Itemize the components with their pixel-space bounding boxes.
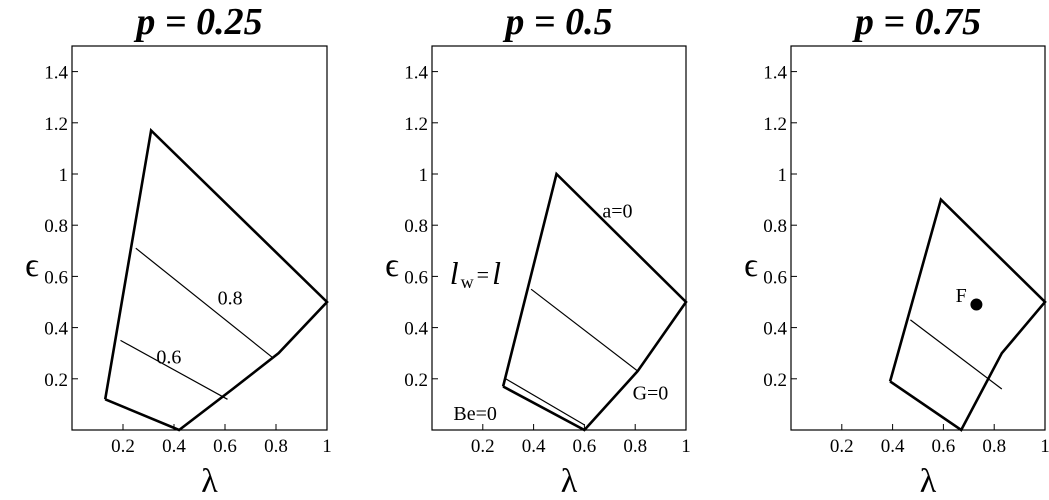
x-tick-label: 0.8 <box>264 436 288 457</box>
y-tick-label: 1.4 <box>763 63 787 84</box>
panel-title: p = 0.25 <box>133 1 262 43</box>
lw-rhs: l <box>492 255 501 291</box>
y-tick-label: 0.2 <box>404 370 428 391</box>
point-marker-F <box>970 298 983 311</box>
lw-subscript: w <box>461 272 474 292</box>
panel-title: p = 0.75 <box>852 1 981 43</box>
contour-line-2 <box>120 339 228 400</box>
x-axis-label: λ <box>201 463 218 500</box>
y-axis-label: ϵ <box>385 247 399 284</box>
annotation-label: 0.6 <box>156 346 181 368</box>
y-tick-label: 1.2 <box>44 114 68 135</box>
y-tick-label: 0.4 <box>404 319 428 340</box>
y-tick-label: 0.4 <box>44 319 68 340</box>
contour-line-1 <box>135 247 274 359</box>
x-tick-label: 0.6 <box>213 436 237 457</box>
y-tick-label: 0.4 <box>763 319 787 340</box>
y-axis-label: ϵ <box>744 247 758 284</box>
y-tick-label: 0.8 <box>763 216 787 237</box>
x-tick-label: 1 <box>1040 436 1049 457</box>
plot-frame <box>71 45 328 431</box>
contour-line-1 <box>910 319 1003 390</box>
annotation-label: G=0 <box>633 382 669 404</box>
y-tick-label: 0.6 <box>44 267 68 288</box>
lw-l-main: l <box>450 255 459 291</box>
lw-equals: = <box>477 262 489 287</box>
x-tick-label: 1 <box>322 436 332 457</box>
contour-line-2 <box>505 378 585 426</box>
y-tick-label: 1 <box>59 165 69 186</box>
x-tick-label: 1 <box>681 436 691 457</box>
y-tick-label: 0.6 <box>404 267 428 288</box>
y-tick-label: 0.8 <box>404 216 428 237</box>
x-axis-label: λ <box>561 463 578 500</box>
panel-title: p = 0.5 <box>502 1 612 43</box>
x-tick-label: 0.4 <box>881 436 905 457</box>
y-tick-label: 0.2 <box>44 370 68 391</box>
chart-panel-1: p = 0.25 0.2 0.4 0.6 0.8 1 0.2 0.4 0.6 0.8 1 1.2 1.4… <box>25 1 332 500</box>
y-tick-label: 0.8 <box>44 216 68 237</box>
annotation-label: a=0 <box>602 201 632 223</box>
y-tick-label: 1.4 <box>44 63 68 84</box>
x-tick-label: 0.6 <box>573 436 597 457</box>
annotation-label: F <box>956 285 967 307</box>
x-tick-label: 0.6 <box>932 436 956 457</box>
x-axis-label: λ <box>920 463 937 500</box>
plot-frame <box>431 45 687 431</box>
chart-panel-3: p = 0.75 0.2 0.4 0.6 0.8 1 0.2 0.4 0.6 0.8 1 1.2 1.4… <box>744 1 1049 500</box>
y-tick-label: 1.2 <box>404 114 428 135</box>
annotation-label: 0.8 <box>218 288 243 310</box>
region-boundary <box>103 127 329 432</box>
y-tick-label: 1.4 <box>404 63 428 84</box>
x-tick-label: 0.4 <box>522 436 546 457</box>
x-tick-label: 0.8 <box>623 436 647 457</box>
y-tick-label: 0.6 <box>763 267 787 288</box>
region-boundary <box>888 197 1047 432</box>
y-tick-label: 1.2 <box>763 114 787 135</box>
plot-frame <box>790 45 1046 431</box>
chart-panel-2: p = 0.5 0.2 0.4 0.6 0.8 1 0.2 0.4 0.6 0.8 1 1.2 1.4 λ… <box>385 1 691 500</box>
annotation-label: Be=0 <box>453 403 497 425</box>
region-boundary <box>501 171 688 432</box>
x-tick-label: 0.2 <box>111 436 135 457</box>
y-tick-label: 1 <box>419 165 429 186</box>
x-tick-label: 0.8 <box>982 436 1006 457</box>
y-tick-label: 0.2 <box>763 370 787 391</box>
x-tick-label: 0.4 <box>162 436 186 457</box>
x-tick-label: 0.2 <box>471 436 495 457</box>
y-tick-label: 1 <box>778 165 788 186</box>
y-axis-label: ϵ <box>25 247 39 284</box>
contour-line-1 <box>530 288 639 372</box>
x-tick-label: 0.2 <box>830 436 854 457</box>
